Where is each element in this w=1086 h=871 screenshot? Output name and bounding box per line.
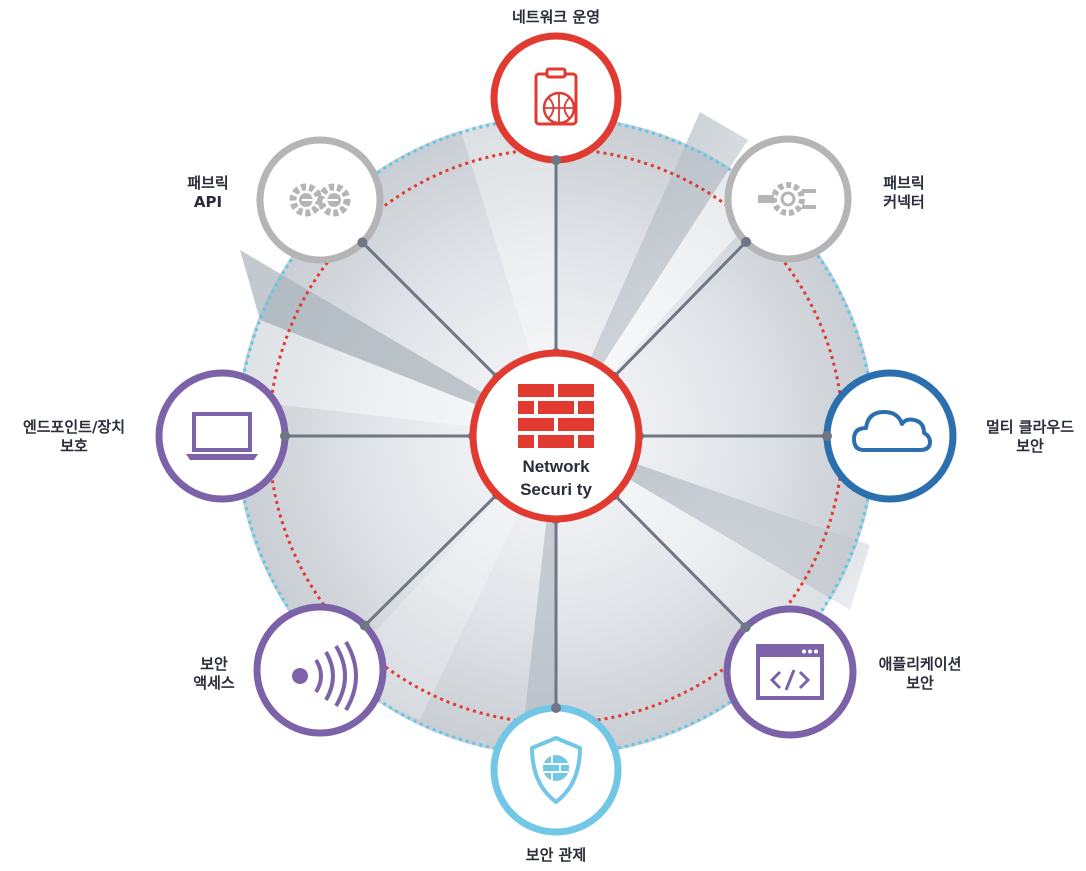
label-line: 패브릭: [187, 174, 229, 192]
node-application-security[interactable]: [723, 605, 857, 739]
label-network-operations: 네트워크 운영: [512, 8, 600, 27]
label-line: 커넥터: [883, 193, 925, 211]
shield-firewall-icon: [530, 736, 582, 804]
label-line: API: [193, 193, 223, 211]
node-connector-dot: [357, 237, 368, 248]
cloud-icon: [852, 410, 932, 452]
firewall-brick-icon: [518, 384, 594, 448]
node-multi-cloud-security[interactable]: [822, 369, 957, 503]
code-window-icon: [756, 644, 824, 700]
spoke-line: [613, 493, 747, 629]
node-network-operations[interactable]: [490, 32, 622, 165]
spoke-line: [612, 240, 748, 378]
spoke-line: [363, 493, 499, 627]
node-endpoint-protection[interactable]: [155, 369, 290, 503]
node-fabric-connector[interactable]: [724, 135, 852, 263]
label-line: 애플리케이션: [878, 655, 962, 673]
node-security-operations[interactable]: [490, 703, 622, 836]
gears-icon: [289, 183, 351, 217]
laptop-icon: [186, 412, 258, 460]
label-line: 보안: [906, 674, 934, 692]
network-security-hub[interactable]: Network Securi ty: [469, 349, 643, 523]
node-connector-dot: [551, 155, 561, 165]
label-line: 보안 관제: [525, 846, 587, 864]
hub-title-line1: Network: [522, 457, 590, 476]
node-connector-dot: [741, 236, 752, 247]
label-line: 액세스: [193, 674, 235, 692]
nodes-layer: [155, 32, 957, 836]
label-line: 멀티 클라우드: [985, 418, 1075, 436]
clipboard-globe-icon: [534, 67, 578, 126]
label-line: 보안: [200, 655, 228, 673]
plug-gear-icon: [758, 182, 816, 216]
node-connector-dot: [280, 431, 290, 441]
label-security-operations: 보안 관제: [526, 846, 586, 865]
label-line: 네트워크 운영: [511, 8, 601, 26]
spoke-line: [361, 241, 499, 379]
label-line: 엔드포인트/장치: [22, 418, 126, 436]
label-line: 패브릭: [883, 174, 925, 192]
label-line: 보안: [1016, 437, 1044, 455]
node-connector-dot: [740, 622, 751, 633]
node-connector-dot: [359, 620, 370, 631]
label-line: 보호: [60, 437, 88, 455]
node-secure-access[interactable]: [253, 603, 387, 737]
node-connector-dot: [822, 431, 832, 441]
node-fabric-api[interactable]: [256, 136, 384, 264]
hub-title-line2: Securi ty: [520, 480, 592, 499]
wireless-signal-icon: [292, 640, 358, 712]
node-connector-dot: [551, 703, 561, 713]
